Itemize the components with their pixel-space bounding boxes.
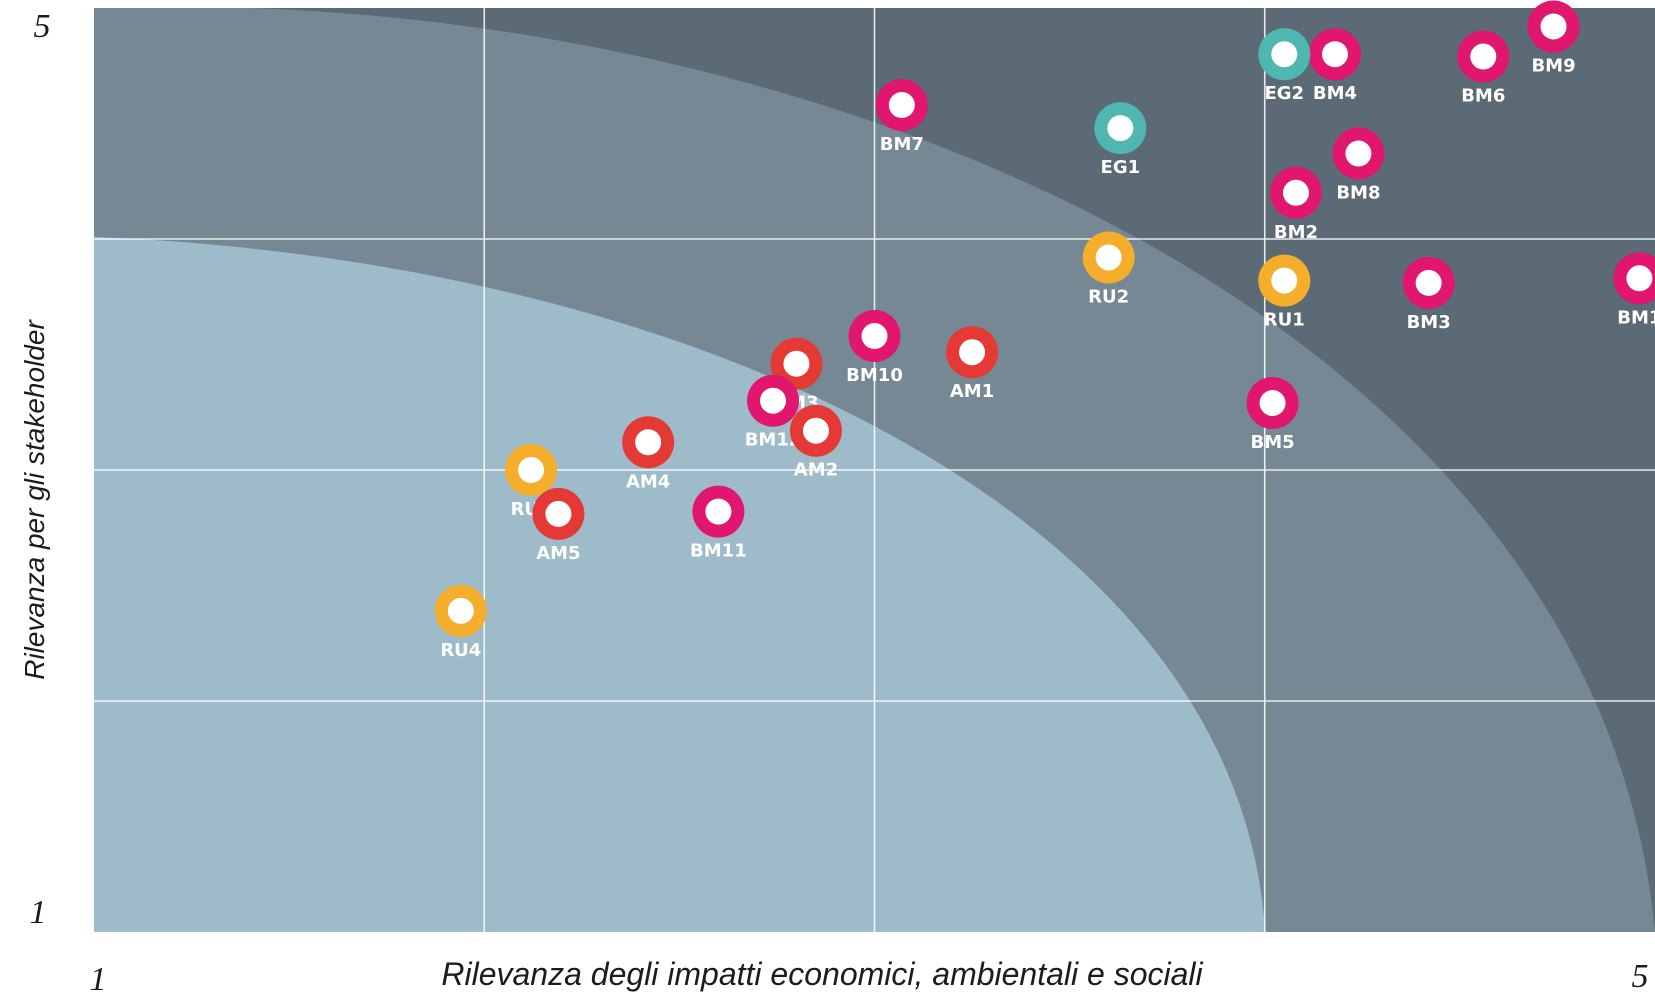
point-label: BM1 bbox=[1617, 307, 1655, 328]
x-tick-right: 5 bbox=[1632, 958, 1649, 993]
y-tick-top: 5 bbox=[34, 8, 51, 45]
point-label: BM4 bbox=[1313, 83, 1357, 104]
data-point-am5: AM5 bbox=[532, 487, 585, 564]
marker-center bbox=[705, 498, 732, 525]
marker-center bbox=[1282, 179, 1309, 206]
marker-center bbox=[1470, 43, 1497, 70]
point-label: RU4 bbox=[440, 640, 481, 661]
marker-center bbox=[1095, 244, 1122, 271]
zone-low bbox=[94, 237, 1265, 932]
marker-center bbox=[1321, 41, 1348, 68]
data-point-bm8: BM8 bbox=[1332, 127, 1385, 204]
marker-center bbox=[1626, 265, 1653, 292]
data-point-ru1: RU1 bbox=[1258, 254, 1311, 331]
data-point-bm6: BM6 bbox=[1457, 30, 1510, 107]
marker-center bbox=[1259, 390, 1286, 417]
marker-center bbox=[447, 597, 474, 624]
marker-center bbox=[1540, 13, 1567, 40]
point-label: AM1 bbox=[950, 381, 994, 402]
point-label: BM6 bbox=[1461, 86, 1505, 107]
point-label: BM7 bbox=[880, 134, 924, 155]
point-label: BM12 bbox=[745, 430, 802, 451]
marker-center bbox=[1415, 269, 1442, 296]
y-axis-title: Rilevanza per gli stakeholder bbox=[19, 319, 50, 680]
point-label: BM3 bbox=[1407, 312, 1451, 333]
data-point-am2: AM2 bbox=[789, 404, 842, 481]
point-label: RU1 bbox=[1264, 310, 1305, 331]
data-point-ru4: RU4 bbox=[434, 584, 487, 661]
marker-center bbox=[545, 500, 572, 527]
data-point-bm1: BM1 bbox=[1613, 252, 1655, 328]
x-tick-left: 1 bbox=[90, 961, 107, 993]
data-point-bm9: BM9 bbox=[1527, 0, 1580, 76]
marker-center bbox=[760, 387, 787, 414]
y-tick-bottom: 1 bbox=[30, 894, 47, 931]
point-label: BM5 bbox=[1250, 432, 1294, 453]
marker-center bbox=[802, 417, 829, 444]
marker-center bbox=[1271, 41, 1298, 68]
data-point-bm4: BM4 bbox=[1308, 28, 1361, 104]
data-point-eg1: EG1 bbox=[1094, 102, 1147, 178]
x-axis-title: Rilevanza degli impatti economici, ambie… bbox=[441, 956, 1203, 992]
data-point-bm11: BM11 bbox=[690, 485, 747, 562]
point-label: AM5 bbox=[536, 543, 580, 564]
point-label: RU2 bbox=[1088, 286, 1129, 307]
marker-center bbox=[1271, 267, 1298, 294]
data-point-bm2: BM2 bbox=[1269, 166, 1322, 243]
data-point-bm12: BM12 bbox=[745, 374, 802, 451]
point-label: EG1 bbox=[1101, 157, 1141, 178]
marker-center bbox=[888, 92, 915, 119]
marker-center bbox=[959, 339, 986, 366]
data-point-eg2: EG2 bbox=[1258, 28, 1311, 104]
data-point-am4: AM4 bbox=[622, 416, 675, 492]
data-point-bm7: BM7 bbox=[875, 79, 928, 155]
data-point-bm5: BM5 bbox=[1246, 377, 1299, 453]
data-point-bm3: BM3 bbox=[1402, 256, 1455, 333]
plot-background bbox=[94, 8, 1655, 932]
point-label: BM9 bbox=[1531, 55, 1575, 76]
data-point-ru2: RU2 bbox=[1082, 231, 1135, 307]
marker-center bbox=[1345, 140, 1372, 167]
data-point-bm10: BM10 bbox=[846, 310, 903, 386]
marker-center bbox=[518, 457, 545, 483]
grid-lines bbox=[94, 8, 1655, 932]
point-label: AM2 bbox=[794, 460, 838, 481]
marker-center bbox=[1107, 115, 1134, 142]
marker-center bbox=[861, 323, 888, 350]
point-label: AM4 bbox=[626, 471, 670, 492]
point-label: BM10 bbox=[846, 365, 903, 386]
marker-center bbox=[635, 429, 662, 456]
point-label: BM11 bbox=[690, 541, 747, 562]
point-label: BM2 bbox=[1274, 222, 1318, 243]
point-label: EG2 bbox=[1264, 83, 1304, 104]
data-point-am1: AM1 bbox=[946, 326, 999, 402]
point-label: BM8 bbox=[1336, 183, 1380, 204]
marker-center bbox=[783, 350, 810, 377]
